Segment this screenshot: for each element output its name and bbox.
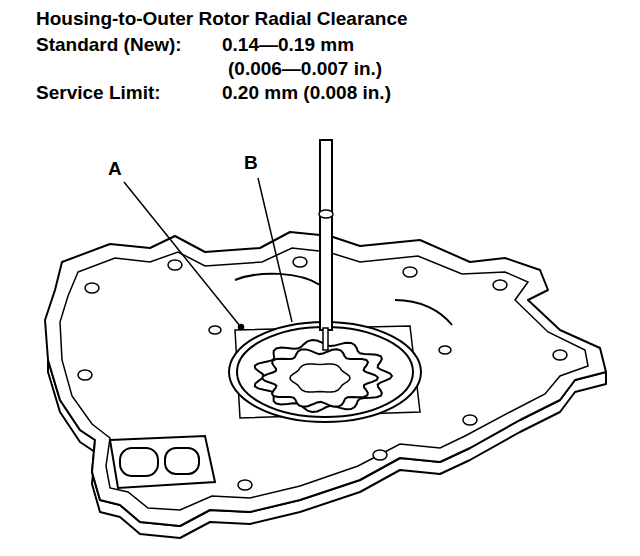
spec-value: (0.006—0.007 in.) — [228, 58, 382, 80]
bolt-hole — [373, 450, 387, 460]
spec-label: Standard (New): — [36, 34, 182, 56]
spec-value: 0.20 mm (0.008 in.) — [222, 82, 391, 104]
bolt-hole — [463, 415, 477, 425]
bolt-hole — [78, 370, 92, 380]
housing-bore — [229, 322, 421, 422]
leader-lines — [124, 178, 292, 330]
outer-rotor — [237, 327, 413, 417]
gauge-handle — [320, 140, 332, 330]
inner-rotor-bore — [290, 364, 350, 392]
gauge-ring — [319, 210, 333, 218]
inner-rotor — [262, 349, 378, 407]
callout-letter: A — [108, 158, 122, 180]
oil-port — [165, 448, 199, 474]
bolt-hole — [293, 257, 307, 267]
rotor-assembly — [229, 322, 421, 422]
leader-line — [258, 178, 292, 322]
feeler-gauge — [319, 140, 333, 350]
bolt-hole — [493, 280, 507, 290]
spec-value: 0.14—0.19 mm — [222, 34, 354, 56]
port-boss — [110, 436, 215, 488]
spec-title: Housing-to-Outer Rotor Radial Clearance — [36, 8, 408, 30]
leader-dot — [239, 325, 244, 330]
bolt-hole — [403, 267, 417, 277]
outer-rotor-lobes — [255, 340, 392, 412]
bolt-hole — [209, 326, 221, 334]
bolt-hole — [168, 260, 182, 270]
bolt-hole — [439, 346, 451, 354]
oil-port — [120, 448, 158, 476]
passage-edge — [395, 300, 452, 325]
leader-line — [124, 182, 240, 326]
callout-letter: B — [244, 152, 258, 174]
oil-passages — [110, 274, 452, 488]
bolt-hole — [238, 480, 252, 490]
bolt-hole — [85, 283, 99, 293]
bolt-hole — [553, 350, 567, 360]
spec-label: Service Limit: — [36, 82, 161, 104]
passage-edge — [235, 274, 320, 285]
gauge-blade — [323, 328, 328, 350]
